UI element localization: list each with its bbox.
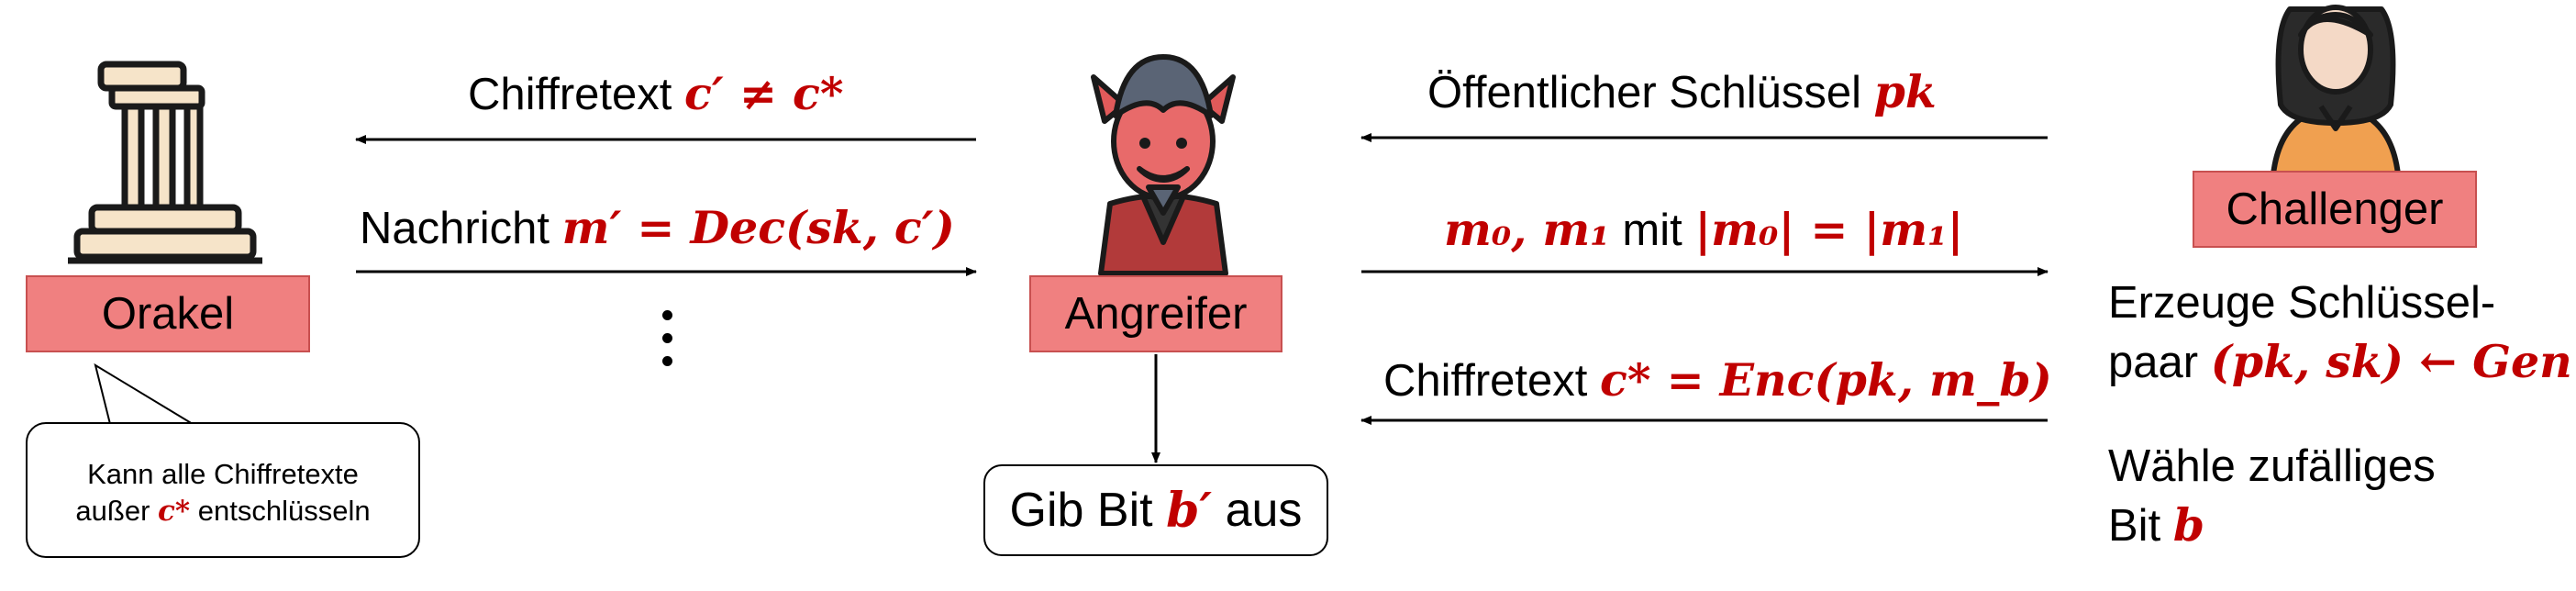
- challenger-step2-prefix: Bit: [2108, 501, 2161, 551]
- message-pair-condition: |m₀| = |m₁|: [1694, 203, 1964, 256]
- public-key-prefix: Öffentlicher Schlüssel: [1427, 68, 1861, 117]
- message-pair-mid: mit: [1622, 206, 1682, 255]
- output-bit-box: Gib Bit b′ aus: [983, 464, 1328, 556]
- public-key-math: pk: [1873, 65, 1937, 118]
- output-prefix: Gib Bit: [1009, 484, 1153, 537]
- ciphertext-query-math: c′ ≠ c*: [684, 67, 844, 120]
- label-challenge-ciphertext: Chiffretext c* = Enc(pk, m_b): [1383, 358, 2052, 404]
- ciphertext-query-prefix: Chiffretext: [468, 70, 672, 119]
- challenge-math: c* = Enc(pk, m_b): [1600, 353, 2052, 407]
- oracle-note-prefix: außer: [75, 495, 150, 527]
- oracle-box: Orakel: [26, 275, 310, 352]
- challenger-box: Challenger: [2193, 171, 2477, 248]
- label-decryption-answer: Nachricht m′ = Dec(sk, c′): [360, 206, 955, 251]
- oracle-note-line2: außer c* entschlüsseln: [28, 493, 418, 530]
- output-suffix: aus: [1225, 484, 1303, 537]
- output-math: b′: [1166, 482, 1213, 539]
- oracle-note-math: c*: [158, 495, 191, 528]
- decryption-answer-prefix: Nachricht: [360, 204, 550, 253]
- challenger-step1-line2: paar (pk, sk) ← Gen: [2108, 340, 2572, 385]
- challenger-step2-math: b: [2172, 498, 2205, 552]
- attacker-devil-icon: [1091, 54, 1236, 275]
- challenger-step1-math: (pk, sk) ← Gen: [2210, 335, 2572, 388]
- challenger-step2-line1: Wähle zufälliges: [2108, 441, 2436, 491]
- oracle-note-bubble: Kann alle Chiffretexte außer c* entschlü…: [26, 422, 420, 558]
- attacker-box: Angreifer: [1029, 275, 1282, 352]
- oracle-temple-icon: [68, 61, 262, 264]
- oracle-note-line1: Kann alle Chiffretexte: [87, 458, 359, 490]
- challenge-prefix: Chiffretext: [1383, 356, 1588, 406]
- challenger-step2-line2: Bit b: [2108, 503, 2204, 549]
- challenger-step1-line1: Erzeuge Schlüssel-: [2108, 278, 2496, 328]
- note-callout-tail: [94, 362, 194, 425]
- label-message-pair: m₀, m₁ mit |m₀| = |m₁|: [1444, 207, 1963, 253]
- oracle-note-suffix: entschlüsseln: [197, 495, 371, 527]
- more-queries-ellipsis: [662, 310, 673, 379]
- challenger-woman-icon: [2271, 5, 2401, 174]
- label-ciphertext-query: Chiffretext c′ ≠ c*: [468, 72, 843, 117]
- challenger-step1-prefix: paar: [2108, 338, 2199, 387]
- message-pair-math: m₀, m₁: [1444, 203, 1610, 256]
- label-public-key: Öffentlicher Schlüssel pk: [1427, 70, 1937, 116]
- decryption-answer-math: m′ = Dec(sk, c′): [561, 201, 955, 254]
